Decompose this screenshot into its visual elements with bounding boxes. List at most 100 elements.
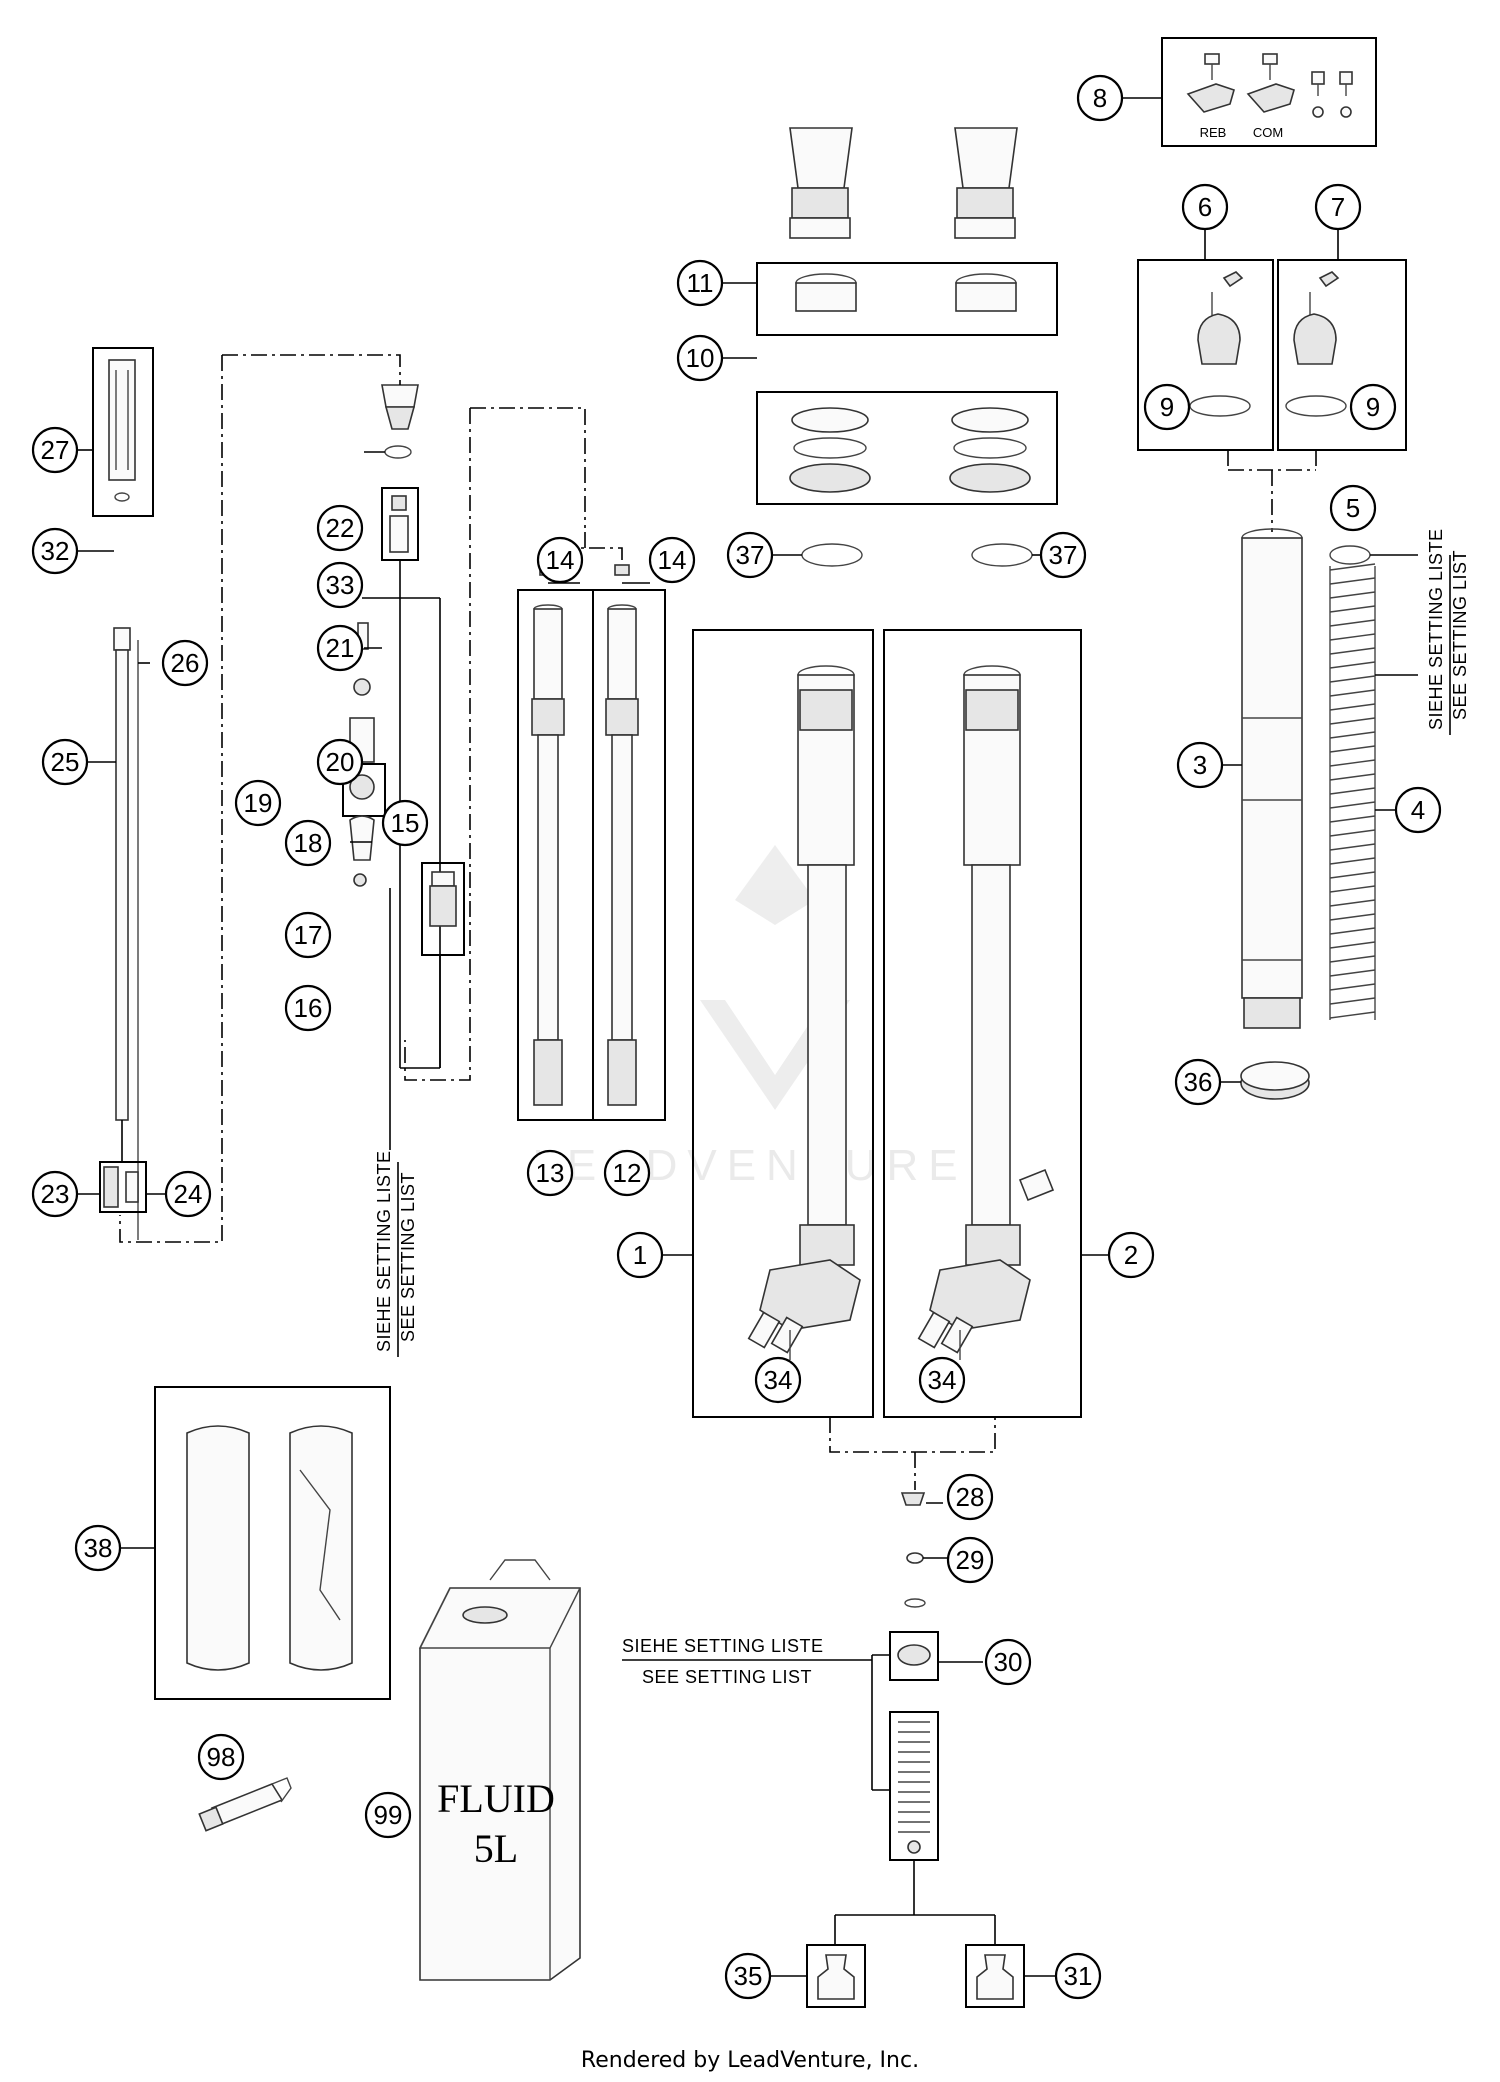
render-credit-footer: Rendered by LeadVenture, Inc.: [580, 2048, 920, 2073]
callout-30[interactable]: 30: [984, 1638, 1032, 1686]
callout-33[interactable]: 33: [316, 561, 364, 609]
svg-text:99: 99: [374, 1800, 403, 1830]
callout-26[interactable]: 26: [161, 639, 209, 687]
callout-16[interactable]: 16: [284, 984, 332, 1032]
callout-2[interactable]: 2: [1107, 1231, 1155, 1279]
rod-part-25: [99, 627, 147, 1240]
setting-note-right: SIEHE SETTING LISTE SEE SETTING LIST: [1426, 528, 1470, 735]
fluid-label: FLUID: [437, 1776, 555, 1821]
damper-stack: [342, 384, 465, 1069]
svg-text:33: 33: [326, 570, 355, 600]
callout-9a[interactable]: 9: [1143, 383, 1191, 431]
callout-18[interactable]: 18: [284, 819, 332, 867]
callout-25[interactable]: 25: [41, 738, 89, 786]
svg-text:20: 20: [326, 747, 355, 777]
callout-37a[interactable]: 37: [726, 531, 774, 579]
callout-34a[interactable]: 34: [754, 1356, 802, 1404]
svg-text:1: 1: [633, 1240, 647, 1270]
svg-text:22: 22: [326, 513, 355, 543]
callout-34b[interactable]: 34: [918, 1356, 966, 1404]
svg-text:18: 18: [294, 828, 323, 858]
fork-guard-box-38: [120, 1386, 391, 1700]
adjuster-kit-box: REB COM: [1123, 37, 1377, 147]
outer-tube-part-3: [1218, 528, 1303, 1029]
callout-17[interactable]: 17: [284, 911, 332, 959]
svg-text:37: 37: [736, 540, 765, 570]
callout-10[interactable]: 10: [676, 334, 724, 382]
tool-box-27: [92, 347, 154, 517]
ring-part-5: [1329, 545, 1418, 565]
svg-text:9: 9: [1366, 392, 1380, 422]
callout-5[interactable]: 5: [1329, 484, 1377, 532]
callout-14b[interactable]: 14: [648, 536, 696, 584]
callout-98[interactable]: 98: [197, 1733, 245, 1781]
callout-28[interactable]: 28: [946, 1473, 994, 1521]
watermark-text: LEADVENTURE: [532, 1141, 967, 1190]
svg-text:2: 2: [1124, 1240, 1138, 1270]
callout-99[interactable]: 99: [364, 1791, 412, 1839]
svg-text:24: 24: [174, 1179, 203, 1209]
callout-3[interactable]: 3: [1176, 741, 1224, 789]
callout-14a[interactable]: 14: [536, 536, 584, 584]
fork-protector-tops: [789, 127, 1018, 239]
seal-box-10: [722, 357, 1058, 505]
svg-text:4: 4: [1411, 795, 1425, 825]
svg-text:3: 3: [1193, 750, 1207, 780]
callout-31[interactable]: 31: [1054, 1952, 1102, 2000]
fork-cap-box-6: [1137, 228, 1274, 470]
callout-27[interactable]: 27: [31, 426, 79, 474]
callout-29[interactable]: 29: [946, 1536, 994, 1584]
svg-text:14: 14: [546, 545, 575, 575]
callout-11[interactable]: 11: [676, 259, 724, 307]
callout-38[interactable]: 38: [74, 1524, 122, 1572]
svg-text:27: 27: [41, 435, 70, 465]
callout-1[interactable]: 1: [616, 1231, 664, 1279]
svg-text:36: 36: [1184, 1067, 1213, 1097]
svg-text:SEE SETTING LIST: SEE SETTING LIST: [642, 1667, 812, 1687]
callout-21[interactable]: 21: [316, 624, 364, 672]
callout-19[interactable]: 19: [234, 779, 282, 827]
callout-4[interactable]: 4: [1394, 786, 1442, 834]
svg-text:16: 16: [294, 993, 323, 1023]
callout-13[interactable]: 13: [526, 1149, 574, 1197]
callout-6[interactable]: 6: [1181, 183, 1229, 231]
callout-12[interactable]: 12: [603, 1149, 651, 1197]
callout-22[interactable]: 22: [316, 504, 364, 552]
callout-15[interactable]: 15: [381, 799, 429, 847]
svg-text:35: 35: [734, 1961, 763, 1991]
svg-text:11: 11: [687, 268, 714, 298]
fork-leg-box-1: [662, 629, 874, 1418]
callout-leaders: [78, 449, 1241, 1977]
callout-36[interactable]: 36: [1174, 1058, 1222, 1106]
svg-text:5: 5: [1346, 493, 1360, 523]
callout-37b[interactable]: 37: [1039, 531, 1087, 579]
svg-text:10: 10: [686, 343, 715, 373]
callout-23[interactable]: 23: [31, 1170, 79, 1218]
svg-text:28: 28: [956, 1482, 985, 1512]
callout-9b[interactable]: 9: [1349, 383, 1397, 431]
svg-text:38: 38: [84, 1533, 113, 1563]
svg-text:26: 26: [171, 648, 200, 678]
svg-text:25: 25: [51, 747, 80, 777]
o-ring-37-left: [801, 543, 863, 567]
svg-text:SIEHE SETTING LISTE: SIEHE SETTING LISTE: [374, 1150, 394, 1352]
callout-35[interactable]: 35: [724, 1952, 772, 2000]
svg-text:29: 29: [956, 1545, 985, 1575]
callout-8[interactable]: 8: [1076, 74, 1124, 122]
callout-20[interactable]: 20: [316, 738, 364, 786]
setting-note-left: SIEHE SETTING LISTE SEE SETTING LIST: [374, 1150, 418, 1357]
svg-text:32: 32: [41, 536, 70, 566]
callout-24[interactable]: 24: [164, 1170, 212, 1218]
svg-text:23: 23: [41, 1179, 70, 1209]
svg-text:31: 31: [1064, 1961, 1093, 1991]
svg-text:7: 7: [1331, 192, 1345, 222]
callout-32[interactable]: 32: [31, 527, 79, 575]
grease-tube-98: [198, 1777, 292, 1832]
setting-note-bottom: SIEHE SETTING LISTE SEE SETTING LIST: [622, 1636, 872, 1687]
bushing-box-11: [722, 262, 1058, 336]
svg-text:8: 8: [1093, 83, 1107, 113]
svg-text:15: 15: [391, 808, 420, 838]
callout-7[interactable]: 7: [1314, 183, 1362, 231]
svg-text:9: 9: [1160, 392, 1174, 422]
